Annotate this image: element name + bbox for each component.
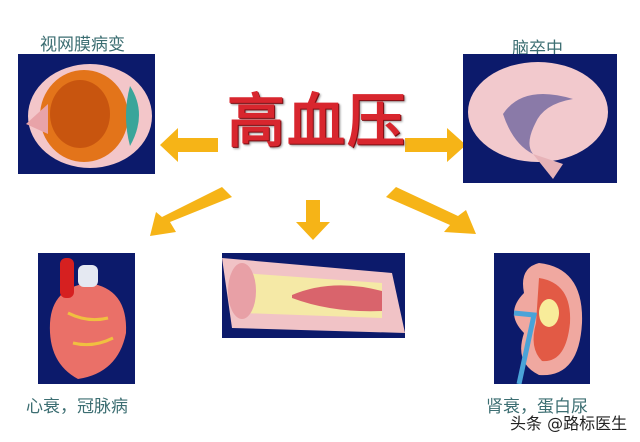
arrow-down-left	[150, 187, 232, 236]
artery-image	[222, 253, 405, 338]
kidney-image	[494, 253, 590, 384]
arrow-left	[160, 128, 218, 162]
heart-image	[38, 253, 135, 384]
brain-image	[463, 54, 617, 183]
arrow-center-down	[296, 200, 330, 240]
label-heart: 心衰，冠脉病	[26, 397, 128, 417]
arrow-down-right	[386, 187, 476, 234]
eye-image	[18, 54, 155, 174]
label-retinopathy: 视网膜病变	[40, 35, 125, 55]
label-kidney: 肾衰，蛋白尿	[486, 397, 588, 417]
main-title: 高血压	[226, 87, 407, 155]
arrow-right	[405, 128, 466, 162]
watermark: 头条 @路标医生	[510, 414, 628, 433]
